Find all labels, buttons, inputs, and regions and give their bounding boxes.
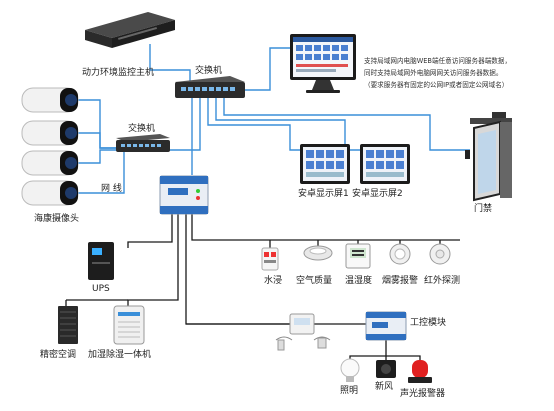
android-screen-1-icon <box>300 144 350 184</box>
top-switch-label: 交换机 <box>195 66 223 76</box>
line-switch-screen2 <box>215 98 360 151</box>
door-label: 门禁 <box>474 204 493 214</box>
mid-switch-icon <box>116 134 170 152</box>
smoke-detector-icon <box>389 243 411 265</box>
host-label: 动力环境监控主机 <box>82 68 155 78</box>
alarm-label: 声光报警器 <box>400 389 446 399</box>
wire-ac-dehumid <box>127 214 179 306</box>
mid-switch-label: 交换机 <box>128 124 156 134</box>
line-cam4 <box>78 152 125 194</box>
pc-monitor-icon <box>290 34 356 93</box>
note-line-3: （要求服务器有固定的公网IP或者固定公网域名） <box>364 81 509 89</box>
line-cam2 <box>78 132 118 149</box>
host-server-icon <box>85 12 175 48</box>
line-host-switch <box>149 44 191 82</box>
water-sensor-icon <box>261 247 279 271</box>
line-switch-screen1 <box>207 98 300 151</box>
camera-label: 海康摄像头 <box>34 214 80 224</box>
ups-label: UPS <box>92 284 110 294</box>
camera-2-icon <box>21 120 79 146</box>
dehumid-label: 加湿除湿一体机 <box>88 350 152 360</box>
smoke-label: 烟雾报警 <box>382 276 419 286</box>
access-note: 支持局域网内电脑WEB端任意访问服务器端数据， 同时支持局域网外电脑网网关访问服… <box>364 55 550 91</box>
line-cam3 <box>78 149 118 164</box>
camera-1-icon <box>21 87 79 113</box>
fresh-air-fan-icon <box>376 360 396 378</box>
network-lines <box>78 44 470 194</box>
camera-3-icon <box>21 150 79 176</box>
water-label: 水浸 <box>264 276 283 286</box>
screen2-label: 安卓显示屏2 <box>352 189 403 199</box>
air-label: 空气质量 <box>296 276 333 286</box>
ups-icon <box>88 242 114 280</box>
note-line-2: 同时支持局域网外电脑网网关访问服务器数据。 <box>364 69 503 77</box>
wire-light <box>349 340 387 360</box>
wire-alarm <box>386 355 421 360</box>
network-line-label: 网 线 <box>101 184 122 194</box>
screen1-label: 安卓显示屏1 <box>298 189 349 199</box>
temp-label: 温湿度 <box>345 276 373 286</box>
ac-label: 精密空调 <box>40 350 77 360</box>
door-access-icon <box>465 112 512 202</box>
precision-ac-icon <box>58 306 78 344</box>
wire-ups <box>127 214 173 248</box>
wire-sensors <box>191 214 460 241</box>
sound-light-alarm-icon <box>408 360 432 383</box>
note-line-1: 支持局域网内电脑WEB端任意访问服务器端数据， <box>364 57 512 65</box>
light-bulb-icon <box>340 358 360 382</box>
android-screen-2-icon <box>360 144 410 184</box>
light-label: 照明 <box>340 386 359 396</box>
industrial-control-module-icon <box>365 311 407 341</box>
controller-module-icon <box>159 175 209 215</box>
line-switch-pc <box>238 47 290 91</box>
line-switch-door <box>223 98 470 151</box>
dehumidifier-icon <box>113 305 145 345</box>
infrared-detector-icon <box>429 243 451 265</box>
line-cam1 <box>78 99 118 149</box>
top-switch-icon <box>175 76 245 98</box>
ir-label: 红外探测 <box>424 276 461 286</box>
camera-4-icon <box>21 180 79 206</box>
camera-icons <box>21 87 79 206</box>
ctrl-label: 工控模块 <box>410 318 447 328</box>
fan-label: 新风 <box>375 382 394 392</box>
power-meter-icon <box>275 313 331 351</box>
temp-humidity-sensor-icon <box>345 243 371 269</box>
air-quality-sensor-icon <box>303 245 333 261</box>
